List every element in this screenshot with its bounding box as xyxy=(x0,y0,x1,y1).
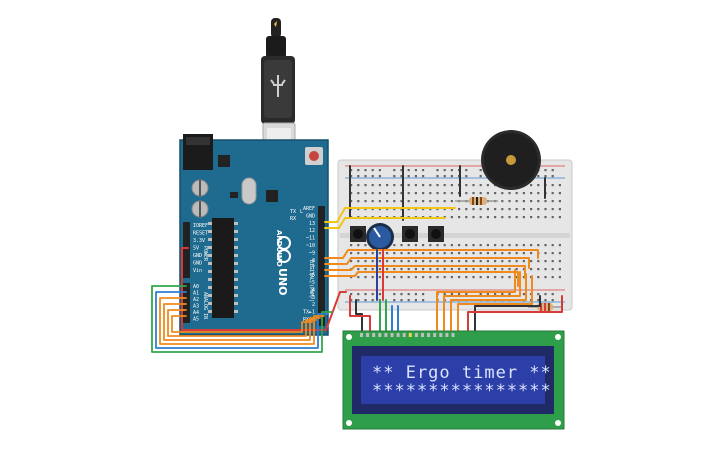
arduino-brand-label: ARDUINO xyxy=(275,230,283,267)
analog-pin-label: A4 xyxy=(193,310,199,316)
analog-pin-label: A3 xyxy=(193,304,199,310)
digital-pin-label: ~6 xyxy=(309,273,315,279)
power-pin-label: GND xyxy=(193,253,202,259)
pushbutton-2[interactable] xyxy=(402,226,418,242)
digital-pin-label: ~10 xyxy=(306,243,315,249)
lcd-line-1: ** Ergo timer ** xyxy=(372,363,552,383)
lcd-line-2: **************** xyxy=(372,381,552,401)
arduino-infinity-icon xyxy=(277,236,291,263)
wires xyxy=(151,165,563,353)
analog-header xyxy=(183,283,190,323)
arduino-model-label: UNO xyxy=(276,268,289,296)
usb-symbol-icon xyxy=(270,75,286,97)
digital-pin-label: TX►1 xyxy=(303,310,315,316)
digital-pin-label: 4 xyxy=(312,287,315,293)
digital-pin-label: 2 xyxy=(312,302,315,308)
power-pin-label: RESET xyxy=(193,231,208,237)
led-l-label: L xyxy=(300,209,303,215)
power-pin-label: IOREF xyxy=(193,223,208,229)
resistor-top xyxy=(455,197,498,205)
lcd-module[interactable]: ** Ergo timer ** **************** xyxy=(342,330,565,430)
digital-pin-label: AREF xyxy=(303,206,315,212)
analog-pin-label: A5 xyxy=(193,317,199,323)
digital-pin-label: ~5 xyxy=(309,280,315,286)
lcd-header-pins xyxy=(360,333,455,337)
lcd-screen xyxy=(361,356,545,404)
digital-pin-label: ~9 xyxy=(309,250,315,256)
digital-pin-label: GND xyxy=(306,213,315,219)
digital-pin-label: 13 xyxy=(309,221,315,227)
led-tx-label: TX xyxy=(290,209,296,215)
digital-pin-label: 8 xyxy=(312,258,315,264)
analog-pin-label: A2 xyxy=(193,297,199,303)
pushbutton-3[interactable] xyxy=(428,226,444,242)
power-header xyxy=(183,222,190,278)
power-pin-label: 5V xyxy=(193,246,199,252)
potentiometer-knob[interactable] xyxy=(366,223,394,251)
microcontroller-chip xyxy=(212,218,234,318)
digital-pin-label: ~11 xyxy=(306,236,315,242)
arduino-uno-board[interactable]: ARDUINO UNO DIGITAL (PWM~) ANALOG IN POW… xyxy=(179,134,329,336)
led-rx-label: RX xyxy=(290,216,296,222)
analog-header-label: ANALOG IN xyxy=(202,292,208,319)
digital-pin-label: 12 xyxy=(309,228,315,234)
power-pin-label: GND xyxy=(193,261,202,267)
power-header-label: POWER xyxy=(202,246,208,262)
power-pin-label: Vin xyxy=(193,268,202,274)
digital-pin-label: 7 xyxy=(312,265,315,271)
digital-header-label: DIGITAL (PWM~) xyxy=(308,260,314,302)
piezo-buzzer[interactable] xyxy=(481,130,541,190)
power-pin-label: 3.3V xyxy=(193,238,205,244)
analog-pin-label: A1 xyxy=(193,291,199,297)
digital-header xyxy=(318,206,325,326)
pushbutton-1[interactable] xyxy=(350,226,366,242)
analog-pin-label: A0 xyxy=(193,284,199,290)
digital-pin-label: ~3 xyxy=(309,295,315,301)
